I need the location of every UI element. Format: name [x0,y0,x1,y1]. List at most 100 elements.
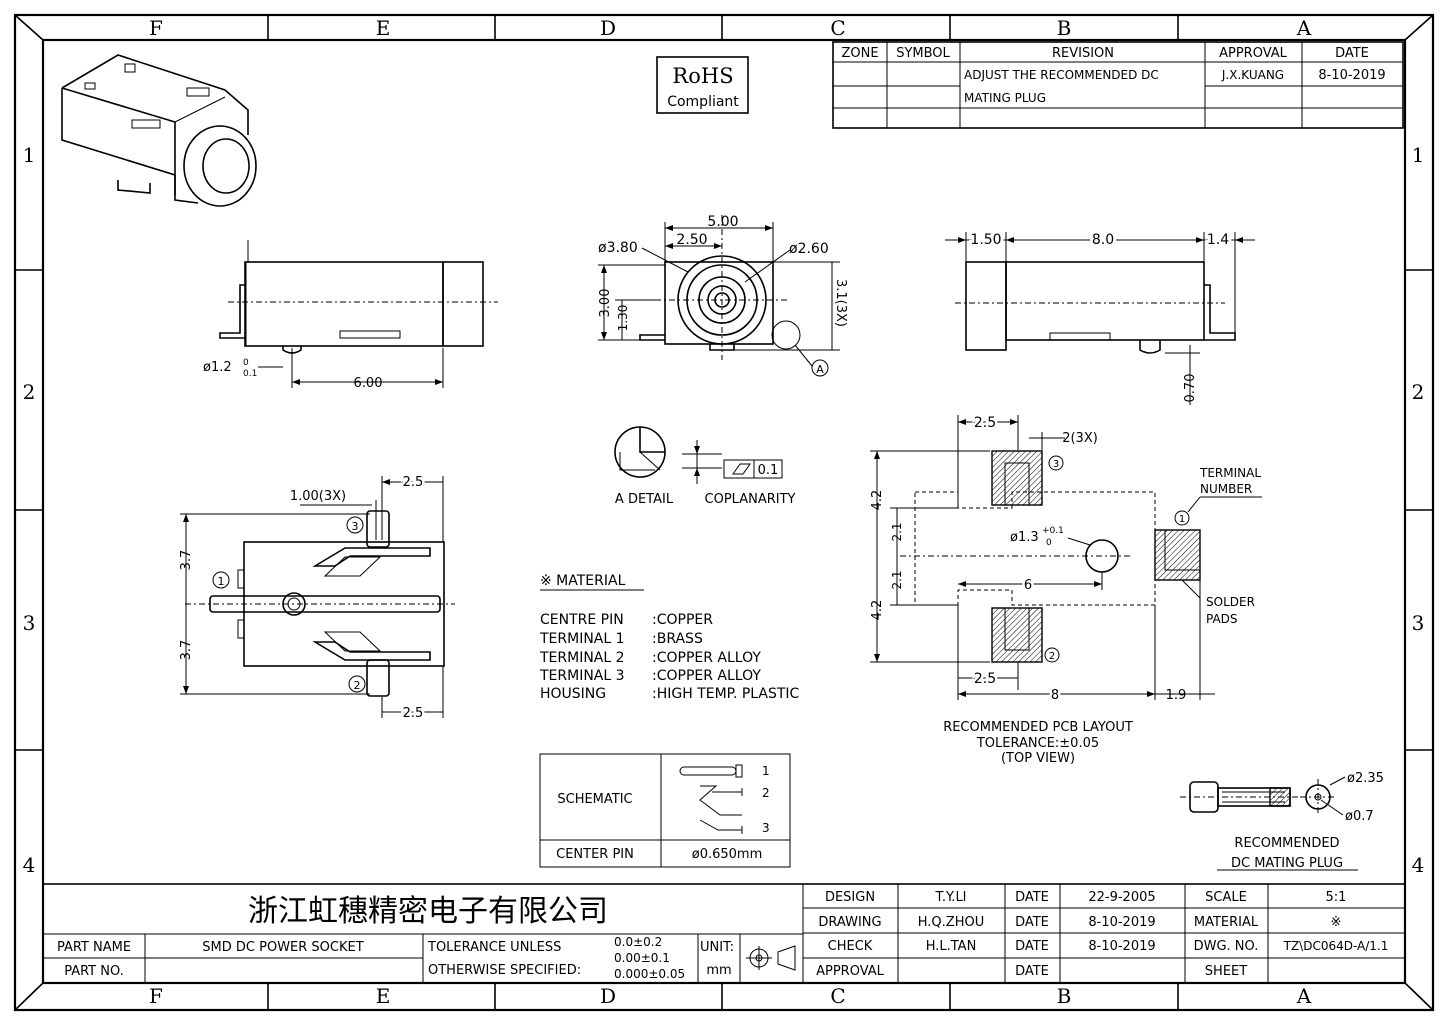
dim-right-d: 0.70 [1183,374,1198,403]
detail-view: A DETAIL 0.1 COPLANARITY [614,426,796,507]
rev-date: 8-10-2019 [1318,68,1385,83]
row-label-4-right: 4 [1412,853,1425,877]
check-label: CHECK [828,939,873,954]
dim-right-a: 1.50 [970,232,1001,248]
dim-front-terminal: 3.1(3X) [833,279,848,327]
plug-caption-2: DC MATING PLUG [1231,856,1343,871]
col-label-b-bottom: B [1057,984,1072,1008]
pcb-dim-8: 2.5 [974,671,996,687]
dim-top-e: 2.5 [403,706,424,721]
col-label-e: E [376,16,391,40]
material-name-2: TERMINAL 1 [539,631,625,647]
dim-top-e-bg: 2.5 [403,706,424,721]
material-name-4: TERMINAL 3 [539,668,625,684]
rohs-badge: RoHS Compliant [656,56,749,114]
dim-side-tol-top: 0 [243,358,249,368]
pcb-dim-1-bg: 2.5 [974,415,996,431]
material-value: ※ [1331,915,1342,930]
top-terminal-1: 1 [218,575,225,588]
tolerance-value-3: 0.000±0.05 [614,967,685,981]
rev-header-approval: APPROVAL [1219,46,1288,61]
row-label-1-right: 1 [1412,143,1425,167]
rev-desc-line1: ADJUST THE RECOMMENDED DC [964,68,1159,82]
part-name-label: PART NAME [57,940,131,955]
row-label-2-right: 2 [1412,380,1425,404]
pcb-dim-7-bg: 6 [1024,578,1032,593]
material-label: MATERIAL [1194,915,1259,930]
dim-front-dia-outer: ø3.80 [598,240,638,256]
unit-value: mm [706,963,731,978]
dim-side-tol-bot: 0.1 [243,369,257,379]
rohs-title: RoHS [672,64,733,88]
pcb-dim-10: 1.9 [1166,688,1187,703]
pcb-dim-9-bg: 8 [1051,688,1059,703]
row-label-4: 4 [23,853,36,877]
plug-caption-1: RECOMMENDED [1234,836,1339,851]
rev-header-zone: ZONE [841,46,878,61]
dim-side-dia: ø1.2 [203,360,232,375]
revision-table: ZONE SYMBOL REVISION APPROVAL DATE ADJUS… [832,41,1404,129]
design-date: 22-9-2005 [1088,890,1155,905]
tolerance-label-2: OTHERWISE SPECIFIED: [428,963,581,978]
dim-right-b-bg: 8.0 [1092,232,1114,248]
material-value-4: :COPPER ALLOY [652,668,761,684]
pcb-dim-8-bg: 2.5 [974,671,996,687]
top-terminal-2: 2 [354,679,361,692]
pcb-dim-2: 2(3X) [1062,431,1098,446]
right-view: 1.50 1.50 8.0 8.0 1.4 1.4 0.70 [945,229,1255,405]
approval-date-label: DATE [1015,964,1049,979]
datum-a-label: A [816,363,824,376]
col-label-d-bottom: D [600,984,616,1008]
mating-plug: ø2.35 ø0.7 RECOMMENDED DC MATING PLUG [1180,771,1384,871]
col-label-d: D [600,16,616,40]
top-view: 2.5 2.5 1.00(3X) 3.7 3.7 2.5 2.5 1 3 2 [179,473,455,724]
material-value-1: :COPPER [652,612,713,628]
dwg-no-value: TZ\DC064D-A/1.1 [1283,939,1389,953]
isometric-view [61,54,257,207]
pcb-hole-tol-bot: 0 [1046,538,1052,548]
material-value-3: :COPPER ALLOY [652,650,761,666]
row-label-1: 1 [23,143,36,167]
pcb-dim-4: 2.1 [890,522,904,541]
plug-dim-2: ø0.7 [1345,809,1374,824]
pcb-dim-9: 8 [1051,688,1059,703]
schematic-label: SCHEMATIC [557,792,632,807]
dim-side-length: 6.00 [354,376,383,391]
dim-right-c-bg: 1.4 [1207,232,1229,248]
title-block: 浙江虹穗精密电子有限公司 PART NAME SMD DC POWER SOCK… [42,883,1406,984]
rev-desc-line2: MATING PLUG [964,91,1046,105]
sheet-label: SHEET [1205,964,1247,979]
schematic-pin-2: 2 [762,786,770,800]
center-pin-label: CENTER PIN [556,847,634,862]
col-label-b: B [1057,16,1072,40]
scale-value: 5:1 [1326,890,1347,905]
col-label-f-bottom: F [149,984,163,1008]
pcb-dim-5: 2.1 [890,570,904,589]
pcb-hole-tol-top: +0.1 [1042,526,1064,536]
dim-top-c: 3.7 [179,550,194,571]
coplanarity-label: COPLANARITY [705,492,796,507]
rev-header-symbol: SYMBOL [896,46,950,61]
solder-pads-label-1: SOLDER [1206,595,1255,609]
material-name-5: HOUSING [540,686,606,702]
drawing-value: H.Q.ZHOU [918,915,984,930]
pcb-caption-3: (TOP VIEW) [1001,751,1075,766]
coplanarity-value: 0.1 [758,463,779,478]
design-value: T.Y.LI [934,890,966,905]
schematic-pin-3: 3 [762,821,770,835]
rev-header-revision: REVISION [1052,46,1114,61]
part-name-value: SMD DC POWER SOCKET [202,940,363,955]
solder-pads-label-2: PADS [1206,612,1238,626]
projection-icon [746,945,796,971]
part-no-label: PART NO. [64,964,124,979]
dim-front-half: 2.50 [676,232,707,248]
schematic-pin-1: 1 [762,764,770,778]
a-detail-label: A DETAIL [615,492,674,507]
design-label: DESIGN [825,890,875,905]
plug-dim-1: ø2.35 [1347,771,1384,786]
dim-front-width: 5.00 [707,214,738,230]
pcb-dim-6: 4.2 [870,600,885,621]
rev-header-date: DATE [1335,46,1369,61]
top-terminal-3: 3 [352,520,359,533]
